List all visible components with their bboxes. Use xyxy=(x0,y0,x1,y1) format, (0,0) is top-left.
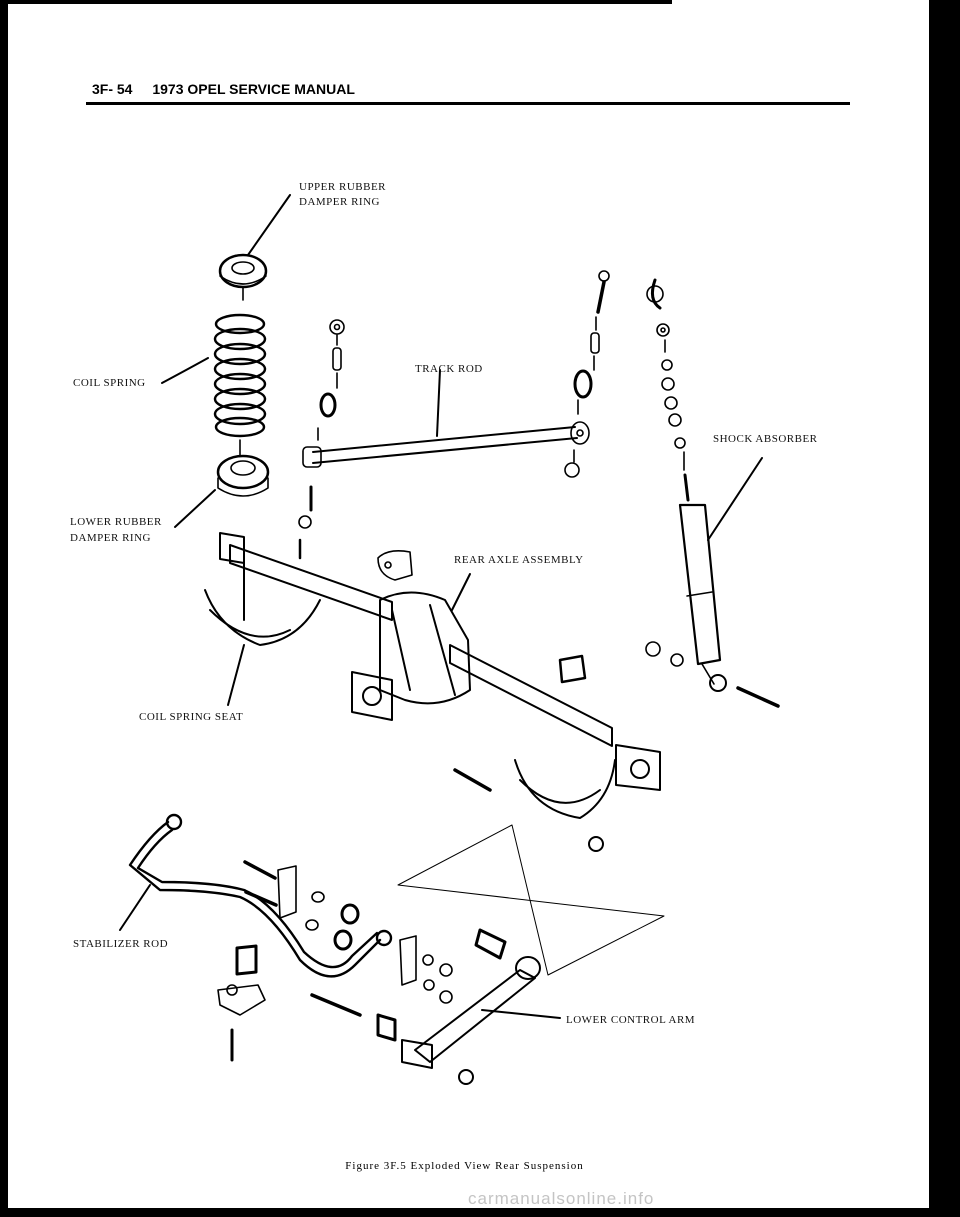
label-lower-damper-ring-1: LOWER RUBBER xyxy=(70,516,162,528)
track-rod-part xyxy=(302,421,590,468)
label-track-rod: TRACK ROD xyxy=(415,363,483,375)
shock-absorber-part xyxy=(645,278,780,708)
label-coil-spring: COIL SPRING xyxy=(73,377,146,389)
leader-lines xyxy=(119,194,763,1019)
page-header: 3F- 54 1973 OPEL SERVICE MANUAL xyxy=(92,81,355,97)
label-upper-damper-ring-1: UPPER RUBBER xyxy=(299,181,386,193)
manual-title: 1973 OPEL SERVICE MANUAL xyxy=(152,81,355,97)
label-lower-control-arm: LOWER CONTROL ARM xyxy=(566,1014,696,1026)
page-frame-left xyxy=(0,0,8,1217)
label-rear-axle-assembly: REAR AXLE ASSEMBLY xyxy=(454,554,584,566)
watermark: carmanualsonline.info xyxy=(468,1189,655,1208)
header-rule xyxy=(86,102,850,105)
lower-damper-ring-part xyxy=(216,454,270,497)
exploded-suspension-diagram xyxy=(119,194,780,1085)
track-rod-right-hardware xyxy=(564,270,610,478)
stabilizer-rod-part xyxy=(128,813,393,978)
page-frame-bottom xyxy=(0,1208,960,1217)
track-rod-left-hardware xyxy=(298,319,345,560)
bushing-part xyxy=(558,654,587,684)
stabilizer-hardware xyxy=(217,860,453,1062)
page-number: 3F- 54 xyxy=(92,81,133,97)
lower-control-arm-part xyxy=(310,768,604,1085)
label-coil-spring-seat: COIL SPRING SEAT xyxy=(139,711,244,723)
page-frame-top xyxy=(0,0,672,4)
rear-axle-assembly-part xyxy=(204,532,661,819)
label-upper-damper-ring-2: DAMPER RING xyxy=(299,196,380,208)
label-shock-absorber: SHOCK ABSORBER xyxy=(713,433,818,445)
page-frame-right xyxy=(929,0,960,1217)
figure-caption: Figure 3F.5 Exploded View Rear Suspensio… xyxy=(345,1160,584,1172)
alignment-guide xyxy=(397,824,665,976)
axle-bracket-part xyxy=(377,550,413,581)
coil-spring-part xyxy=(213,313,267,438)
label-lower-damper-ring-2: DAMPER RING xyxy=(70,532,151,544)
label-stabilizer-rod: STABILIZER ROD xyxy=(73,938,169,950)
upper-damper-ring-part xyxy=(218,253,268,301)
